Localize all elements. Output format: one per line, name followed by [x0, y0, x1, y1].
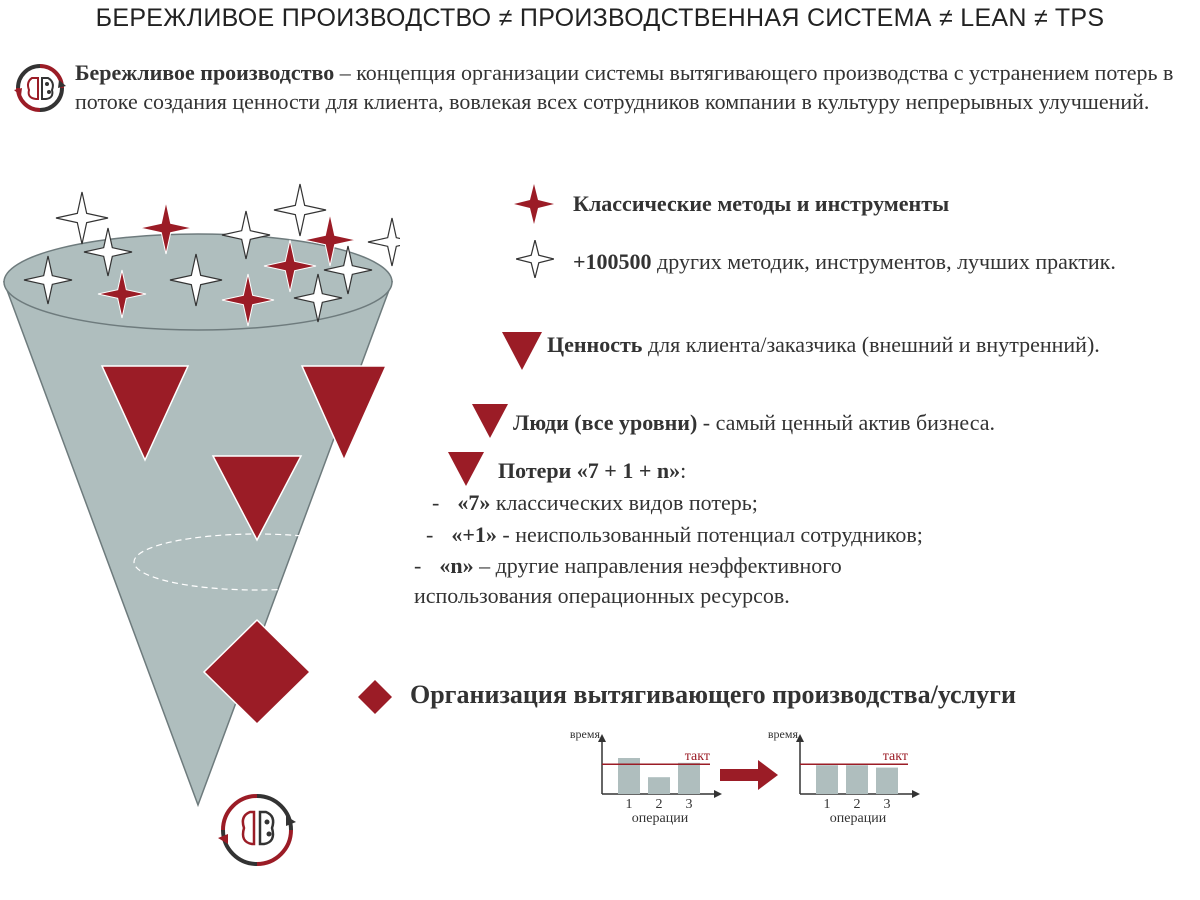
losses-item-bold: «7» [457, 490, 491, 515]
bar [648, 777, 670, 794]
tick-label: 1 [824, 797, 831, 812]
white-star [323, 245, 373, 295]
losses-item: -«n» – другие направления неэффективного… [414, 551, 974, 611]
value-triangle-icon [502, 332, 542, 370]
losses-item-dash: - [426, 522, 434, 547]
arrow-right-icon [720, 760, 778, 790]
pull-diamond-icon [358, 680, 392, 714]
people-triangle [211, 455, 303, 542]
brain-logo-bottom-icon [218, 794, 296, 866]
legend-other: +100500 других методик, инструментов, лу… [573, 247, 1178, 277]
legend-other-bold: +100500 [573, 249, 652, 274]
people-triangle-icon [472, 404, 508, 438]
red-star [221, 273, 275, 327]
red-star [263, 239, 317, 293]
tick-label: 3 [686, 797, 693, 812]
legend-value-text: для клиента/заказчика (внешний и внутрен… [642, 332, 1100, 357]
bar [816, 765, 838, 794]
y-axis-arrow [598, 734, 606, 742]
losses-item: -«7» классических видов потерь; [432, 488, 758, 518]
x-axis-arrow [714, 790, 722, 798]
funnel-body [2, 281, 394, 808]
legend-pull: Организация вытягивающего производства/у… [410, 680, 1016, 709]
bar [876, 767, 898, 794]
losses-item: -«+1» - неиспользованный потенциал сотру… [426, 520, 923, 550]
page-title: БЕРЕЖЛИВОЕ ПРОИЗВОДСТВО ≠ ПРОИЗВОДСТВЕНН… [95, 4, 1105, 32]
losses-item-text: - неиспользованный потенциал сотрудников… [496, 522, 923, 547]
losses-triangle-icon [448, 452, 484, 486]
white-star [83, 227, 133, 277]
x-axis-label: операции [830, 811, 887, 826]
y-axis-label: время [768, 728, 799, 741]
brain-logo-icon [14, 64, 66, 112]
legend-losses-tail: : [680, 458, 687, 483]
white-star [169, 253, 223, 307]
red-star [97, 269, 147, 319]
definition-term: Бережливое производство [75, 60, 335, 85]
legend-people: Люди (все уровни) - самый ценный актив б… [513, 408, 995, 438]
tick-label: 3 [884, 797, 891, 812]
takt-label: такт [883, 749, 908, 764]
white-star [273, 183, 327, 237]
x-axis-label: операции [632, 811, 689, 826]
pull-diamond [202, 618, 312, 726]
legend-classic: Классические методы и инструменты [573, 191, 950, 216]
bar [678, 762, 700, 794]
y-axis-label: время [570, 728, 601, 741]
chart-before: 1 2 3 такт время операции [570, 728, 722, 826]
white-star-icon [516, 240, 554, 278]
white-star [367, 217, 400, 267]
white-star [23, 255, 73, 305]
y-axis-arrow [796, 734, 804, 742]
legend-value: Ценность для клиента/заказчика (внешний … [547, 330, 1185, 360]
tick-label: 2 [854, 797, 861, 812]
tick-label: 1 [626, 797, 633, 812]
value-triangle-right [300, 365, 388, 462]
definition-text: Бережливое производство – концепция орга… [75, 58, 1175, 116]
losses-item-dash: - [432, 490, 440, 515]
losses-item-text: – другие направления неэффективного испо… [414, 553, 842, 608]
legend-other-text: других методик, инструментов, лучших пра… [651, 249, 1116, 274]
definition-body: – концепция организации системы вытягива… [75, 60, 1174, 114]
white-star [55, 191, 109, 245]
bar [846, 765, 868, 794]
red-star-icon [514, 184, 554, 224]
stars-group [23, 183, 400, 327]
losses-item-bold: «+1» [451, 522, 497, 547]
legend-people-text: - самый ценный актив бизнеса. [697, 410, 996, 435]
bar [618, 758, 640, 794]
losses-item-bold: «n» [439, 553, 474, 578]
tick-label: 2 [656, 797, 663, 812]
legend-losses-bold: Потери «7 + 1 + n» [498, 458, 681, 483]
x-axis-arrow [912, 790, 920, 798]
legend-losses: Потери «7 + 1 + n»: [498, 456, 686, 486]
white-star [293, 273, 343, 323]
takt-label: такт [685, 749, 710, 764]
legend-value-bold: Ценность [547, 332, 643, 357]
white-star [221, 210, 271, 260]
value-triangle-left [100, 365, 190, 462]
legend-people-bold: Люди (все уровни) [513, 410, 698, 435]
red-star [139, 201, 193, 255]
red-star [303, 213, 357, 267]
losses-item-dash: - [414, 553, 422, 578]
losses-item-text: классических видов потерь; [490, 490, 758, 515]
funnel-diagram [2, 183, 400, 808]
chart-after: 1 2 3 такт время операции [768, 728, 920, 826]
